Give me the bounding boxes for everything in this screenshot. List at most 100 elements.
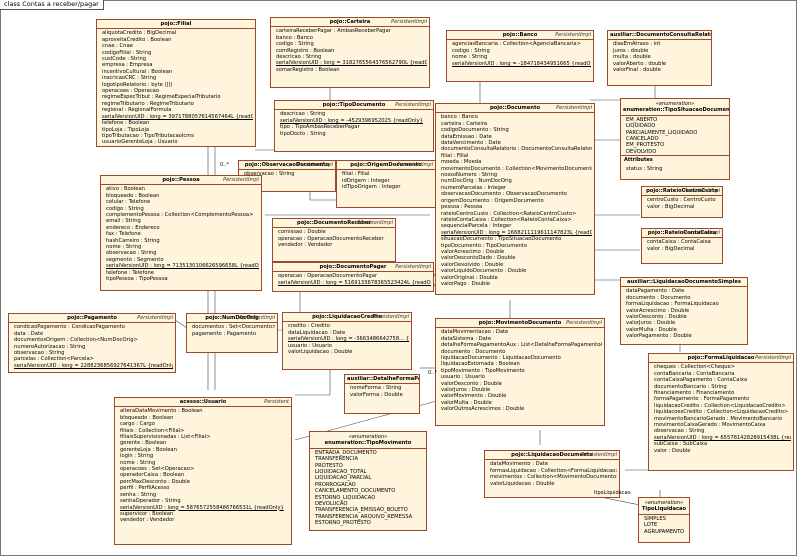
class-rateio-conta-caixa[interactable]: PersistentImpl pojo::RateioContaCaixa co…	[641, 228, 723, 264]
class-name: acesso::Usuario	[115, 398, 291, 408]
attribute-list: cheques : Collection<Cheque>contaBancari…	[649, 363, 793, 454]
class-attribute: valorJuros : Double	[626, 320, 745, 326]
enum-literal: LIQUIDACAO_TOTAL	[315, 469, 367, 476]
class-banco[interactable]: PersistentImpl pojo::Banco agenciasBanca…	[446, 30, 594, 82]
class-documento-receber[interactable]: PersistentImpl pojo::DocumentoReceber co…	[272, 218, 396, 262]
class-name: pojo::Documento	[436, 104, 594, 114]
class-attribute: valorLiquidoDocumento : Double	[441, 268, 592, 274]
stereotype: PersistentImpl	[581, 452, 617, 458]
class-attribute: documentoBancario : String	[654, 384, 791, 390]
class-attribute: pagamento : Pagamento	[192, 331, 275, 337]
class-attribute: observacao : String	[654, 428, 791, 434]
class-name: auxiliar::LiquidacaoDocumentoSimples	[621, 278, 747, 288]
class-attribute: status : String	[626, 166, 727, 172]
class-tipo-documento[interactable]: PersistentImpl pojo::TipoDocumento descr…	[274, 100, 434, 152]
class-name: pojo::Filial	[97, 20, 255, 30]
enum-literal: LIQUIDACAO_PARCIAL	[315, 475, 372, 482]
class-documento-consulta-relatorio[interactable]: auxiliar::DocumentoConsultaRelatorio dia…	[607, 30, 712, 86]
enum-literal: ENTRADA_DOCUMENTO	[315, 449, 377, 456]
class-attribute: valorDevolvido : Double	[441, 262, 592, 268]
class-name: auxiliar::DetalheFormaPagamentoAux	[345, 375, 419, 385]
class-attribute: diasEmAtraso : int	[613, 41, 709, 47]
class-attribute: contaCaixa : ContaCaixa	[647, 239, 720, 245]
class-attribute: formaLiquidacao : FormaLiquidacao	[626, 301, 745, 307]
class-attribute: codigoDocumento : String	[441, 127, 592, 133]
class-attribute: serialVersionUID : long = 71351301066265…	[106, 263, 259, 270]
stereotype: PersistentImpl	[755, 355, 791, 361]
class-attribute: codigo : String	[106, 206, 259, 212]
enum-literal: ESTORNO_LIQUIDACAO	[315, 494, 376, 501]
enum-tipo-movimento[interactable]: «enumeration» enumeration::TipoMovimento…	[309, 431, 427, 531]
class-name: auxiliar::DocumentoConsultaRelatorio	[608, 31, 711, 41]
class-liquidacao-credito[interactable]: PersistentImpl pojo::LiquidacaoCredito c…	[282, 312, 412, 370]
class-attribute: rateioCentroCusto : Collection<RateioCen…	[441, 211, 592, 217]
class-attribute: documento : Documento	[626, 295, 745, 301]
class-attribute: dataMovimentacao : Date	[441, 329, 602, 335]
class-attribute: valorPago : Double	[441, 281, 592, 287]
class-attribute: vendedor : Vendedor	[278, 242, 393, 248]
class-detalhe-forma-pagamento-aux[interactable]: auxiliar::DetalheFormaPagamentoAux nomeF…	[344, 374, 420, 414]
class-attribute: valorDescontoDado : Double	[441, 255, 592, 261]
class-attribute: valorForma : Double	[350, 392, 417, 398]
stereotype: «enumeration»	[348, 434, 388, 440]
class-attribute: subCaixa : SubCaixa	[654, 441, 791, 447]
class-movimento-documento[interactable]: PersistentImpl pojo::MovimentoDocumento …	[435, 318, 605, 426]
enum-literal: CANCELAMENTO_DOCUMENTO	[315, 488, 396, 495]
class-attribute: cnae : Cnae	[102, 43, 253, 49]
class-liquidacao-documento-simples[interactable]: auxiliar::LiquidacaoDocumentoSimples dat…	[620, 277, 748, 345]
class-filial[interactable]: pojo::Filial aliquotaCredito : BigDecima…	[96, 19, 256, 147]
class-liquidacao-documento[interactable]: PersistentImpl pojo::LiquidacaoDocumento…	[484, 450, 620, 498]
class-num-doc-orig[interactable]: PersistentImpl pojo::NumDocOrig document…	[186, 313, 278, 353]
class-origem-documento[interactable]: PersistentImpl pojo::OrigemDocumento fil…	[336, 160, 436, 208]
class-carteira[interactable]: PersistentImpl pojo::Carteira carteiraRe…	[270, 17, 430, 88]
class-attribute: situacaoDocumento : TipoSituacaoDocument…	[441, 236, 592, 242]
class-attribute: serialVersionUID : long = 51691336783655…	[278, 279, 431, 286]
class-attribute: contaBancaria : ContaBancaria	[654, 371, 791, 377]
class-attribute: serialVersionUID : long = 39717880576145…	[102, 113, 253, 120]
class-documento[interactable]: PersistentImpl pojo::Documento banco : B…	[435, 103, 595, 295]
class-attribute: gerente : Boolean	[120, 440, 289, 446]
class-name: enumeration::TipoSituacaoDocumento	[621, 107, 729, 116]
stereotype: PersistentImpl	[373, 314, 409, 320]
class-attribute: valorFinal : double	[613, 67, 709, 73]
class-attribute: serialVersionUID : long = 16682111196111…	[441, 229, 592, 236]
class-pagamento[interactable]: PersistentImpl pojo::Pagamento condicaoP…	[8, 313, 176, 373]
class-forma-liquidacao[interactable]: PersistentImpl pojo::FormaLiquidacao che…	[648, 353, 794, 471]
class-attribute: valor : BigDecimal	[647, 246, 720, 252]
stereotype: PersistentImpl	[223, 177, 259, 183]
stereotype: PersistentImpl	[684, 188, 720, 194]
class-attribute: tipoDocto : String	[280, 131, 431, 137]
class-attribute: complementoPessoa : Collection<Complemen…	[106, 212, 259, 218]
class-attribute: dataVencimento : Date	[441, 140, 592, 146]
enum-tipo-situacao-documento[interactable]: «enumeration» enumeration::TipoSituacaoD…	[620, 98, 730, 180]
class-attribute: login : String	[120, 453, 289, 459]
class-attribute: somarRegistro : Boolean	[276, 67, 427, 73]
class-documento-pagar[interactable]: PersistentImpl pojo::DocumentoPagar oper…	[272, 262, 434, 292]
class-name: pojo::Pagamento	[9, 314, 175, 324]
class-name: pojo::DocumentoPagar	[273, 263, 433, 273]
class-attribute: cuslCode : String	[102, 56, 253, 62]
class-attribute: dataLiquidacao : Date	[288, 330, 409, 336]
enum-literal: TRANSFERENCIA	[315, 456, 359, 463]
class-attribute: fax : Telefone	[106, 231, 259, 237]
class-attribute: bloqueado : Boolean	[120, 415, 289, 421]
class-attribute: nossoNumero : String	[441, 172, 592, 178]
class-attribute: condicaoPagamento : CondicaoPagamento	[14, 324, 173, 330]
class-attribute: movimentoDocumento : Collection<Moviment…	[441, 165, 592, 172]
class-attribute: percMaxDesconto : Double	[120, 479, 289, 485]
class-pessoa[interactable]: PersistentImpl pojo::Pessoa ativo : Bool…	[100, 175, 262, 291]
class-name: pojo::DocumentoReceber	[273, 219, 395, 229]
attribute-list: documentos : Set<Documento>pagamento : P…	[187, 323, 277, 337]
enum-literal: EM_ABERTO	[626, 116, 658, 123]
class-attribute: valor : BigDecimal	[647, 204, 720, 210]
class-attribute: telefone : Telefone	[106, 270, 259, 276]
class-attribute: observacao : String	[14, 350, 173, 356]
class-rateio-centro-custo[interactable]: PersistentImpl pojo::RateioCentroCusto c…	[641, 186, 723, 218]
class-usuario[interactable]: Persistent acesso::Usuario alteraDataMov…	[114, 397, 292, 545]
